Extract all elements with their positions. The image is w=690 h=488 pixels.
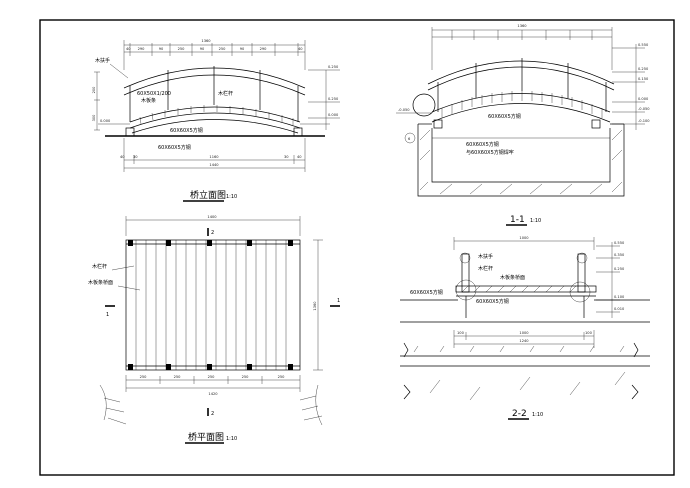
s22-level: 0.350 (614, 253, 625, 257)
elev-top-seg-dim: 90 (159, 47, 164, 51)
plan-bottom-seg-dim: 250 (208, 375, 216, 379)
elev-board-sub-label: 木板条 (141, 97, 156, 104)
s22-bottom-seg-dim: 1000 (519, 331, 529, 335)
elev-beam-label: 60X60X5方钢 (170, 127, 203, 134)
plan-post-label: 木栏杆 (92, 263, 107, 270)
s22-handrail-label: 木扶手 (478, 253, 493, 260)
s22-top-total-dim: 1000 (519, 236, 529, 240)
elevation-view: 1360 40 290 90 250 90 250 90 290 40 (92, 39, 340, 202)
plan-deck-label: 木板条桥面 (88, 279, 113, 286)
elev-top-total-dim: 1360 (201, 39, 211, 43)
plan-bottom-seg-dim: 250 (140, 375, 148, 379)
s22-level: 0.010 (614, 307, 625, 311)
plan-section-mark: 2 (211, 411, 214, 417)
elev-beam2-label: 60X60X5方钢 (158, 144, 191, 151)
plan-section-mark: 2 (211, 230, 214, 236)
s22-deck-label: 木板条桥面 (500, 274, 525, 281)
section-1-1-scale: 1:10 (530, 218, 541, 224)
s11-beam-label-2: 60X60X5方钢 (466, 141, 499, 148)
elevation-title: 桥立面图 (190, 189, 226, 201)
s22-beam2-label: 60X60X5方钢 (476, 298, 509, 305)
s22-bottom-seg-dim: 100 (585, 331, 593, 335)
s22-level: 0.250 (614, 267, 625, 271)
plan-right-total-dim: 1360 (313, 301, 317, 311)
section-1-1-title: 1-1 (510, 215, 525, 225)
s22-level: 0.550 (614, 241, 625, 245)
elev-left-level: 0.000 (100, 119, 111, 123)
plan-view: 1400 2 2 (88, 215, 340, 444)
elev-top-seg-dim: 40 (126, 47, 131, 51)
elev-right-level: 0.250 (328, 65, 339, 69)
s11-level: -0.050 (638, 107, 650, 111)
plan-section-mark: 1 (106, 312, 109, 318)
s11-level: -0.100 (638, 119, 650, 123)
elev-bottom-seg-dim: 40 (120, 155, 125, 159)
elev-right-level: 0.000 (328, 113, 339, 117)
s11-top-total-dim: 1360 (517, 24, 527, 28)
s22-bottom-total-dim: 1240 (519, 339, 529, 343)
elev-left-height-dim: 300 (92, 114, 96, 122)
elev-top-seg-dim: 250 (219, 47, 227, 51)
plan-scale: 1:10 (226, 436, 237, 442)
plan-bottom-total-dim: 1420 (208, 392, 218, 396)
s22-post-label: 木栏杆 (478, 265, 493, 272)
s11-callout-number: 6 (408, 137, 411, 141)
s11-beam-label: 60X60X5方钢 (488, 113, 521, 120)
s22-beam-label: 60X60X5方钢 (410, 289, 443, 296)
section-2-2-scale: 1:10 (532, 412, 543, 418)
elevation-scale: 1:10 (226, 194, 237, 200)
plan-section-mark: 1 (337, 298, 340, 304)
s22-level: 0.100 (614, 295, 625, 299)
elev-top-seg-dim: 40 (298, 47, 303, 51)
s11-left-level: -0.050 (398, 108, 410, 112)
elev-bottom-seg-dim: 40 (297, 155, 302, 159)
s11-beam-note: 与60X60X5方钢焊牢 (466, 149, 514, 156)
section-2-2-title: 2-2 (512, 409, 527, 419)
elev-board-label: 60X50X1/200 (137, 91, 171, 97)
plan-top-total-dim: 1400 (207, 215, 217, 219)
elev-top-seg-dim: 290 (260, 47, 268, 51)
plan-bottom-seg-dim: 250 (242, 375, 250, 379)
s11-level: 0.250 (638, 67, 649, 71)
plan-bottom-seg-dim: 250 (174, 375, 182, 379)
s11-level: 0.150 (638, 77, 649, 81)
elev-right-level: 0.250 (328, 97, 339, 101)
s11-level: 0.000 (638, 97, 649, 101)
s11-level: 0.550 (638, 43, 649, 47)
elev-top-seg-dim: 90 (240, 47, 245, 51)
elev-bottom-mid-dim: 1160 (209, 155, 219, 159)
elev-top-seg-dim: 90 (200, 47, 205, 51)
plan-title: 桥平面图 (188, 431, 224, 443)
s22-bottom-seg-dim: 100 (457, 331, 465, 335)
elev-left-height-dim: 200 (92, 86, 96, 94)
elev-top-seg-dim: 250 (178, 47, 186, 51)
plan-bottom-seg-dim: 250 (278, 375, 286, 379)
drawing-frame (39, 19, 675, 476)
elev-bottom-total-dim: 1440 (209, 163, 219, 167)
section-2-2-view: 1000 (400, 236, 650, 420)
elev-bottom-seg-dim: 30 (133, 155, 138, 159)
elev-handrail-label: 木扶手 (95, 57, 110, 64)
section-1-1-view: 1360 6 (396, 24, 650, 226)
elev-bottom-seg-dim: 30 (284, 155, 289, 159)
elev-top-seg-dim: 290 (138, 47, 146, 51)
elev-post-label: 木栏杆 (218, 90, 233, 97)
